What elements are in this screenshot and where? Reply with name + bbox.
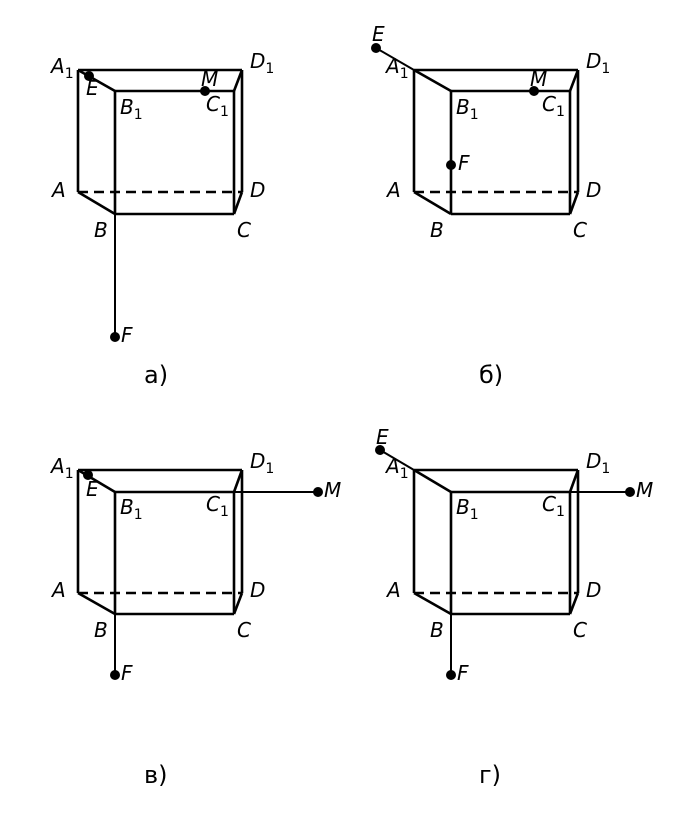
point-f [446, 670, 456, 680]
label-a: A [385, 578, 401, 602]
edge-a1-b1 [413, 468, 452, 494]
label-a: A [50, 178, 66, 202]
label-a1: A1 [49, 54, 74, 82]
edge-d-c [568, 592, 580, 615]
caption-a: а) [144, 361, 168, 389]
label-m: M [636, 478, 653, 502]
label-f: F [457, 661, 469, 685]
label-f: F [121, 661, 133, 685]
label-m: M [530, 67, 547, 91]
figure-b: E A1 D1 M B1 C1 F A D B C б) [371, 22, 610, 389]
label-c: C [237, 618, 251, 642]
label-d: D [250, 178, 265, 202]
segment-e-a1 [375, 47, 415, 71]
edge-d-c [232, 592, 244, 615]
label-m: M [201, 67, 218, 91]
label-d: D [586, 178, 601, 202]
edge-a-b [77, 190, 116, 216]
label-c1: C1 [206, 92, 229, 120]
figure-g: E A1 D1 M B1 C1 A D B C F г) [375, 425, 653, 789]
label-a1: A1 [384, 54, 409, 82]
label-e: E [86, 477, 99, 501]
caption-b: б) [479, 361, 503, 389]
edge-a-b [413, 190, 452, 216]
point-f [110, 670, 120, 680]
label-d1: D1 [250, 449, 274, 477]
label-f: F [458, 151, 470, 175]
caption-g: г) [479, 761, 501, 789]
label-b: B [94, 218, 108, 242]
edge-d1-c1 [568, 469, 580, 493]
caption-v: в) [144, 761, 168, 789]
edge-d1-c1 [232, 469, 244, 493]
edge-d1-c1 [232, 69, 244, 92]
edge-a-b [413, 591, 452, 616]
point-e [84, 71, 94, 81]
figure-v: A1 D1 E M B1 C1 A D B C F в) [49, 449, 341, 789]
label-e: E [372, 22, 385, 46]
label-c1: C1 [206, 492, 229, 520]
point-m [529, 86, 539, 96]
point-m [200, 86, 210, 96]
label-c1: C1 [542, 92, 565, 120]
label-b1: B1 [120, 95, 143, 123]
label-c: C [573, 218, 587, 242]
label-d1: D1 [586, 449, 610, 477]
edge-a1-b1 [77, 68, 116, 93]
edge-d1-c1 [568, 69, 580, 92]
label-d1: D1 [586, 49, 610, 77]
label-e: E [376, 425, 389, 449]
edge-a-b [77, 591, 116, 616]
point-e [83, 470, 93, 480]
edge-d-c [232, 191, 244, 215]
label-f: F [121, 323, 133, 347]
segment-e-a1 [379, 449, 415, 471]
label-m: M [324, 478, 341, 502]
label-b1: B1 [456, 495, 479, 523]
label-b: B [430, 218, 444, 242]
label-c1: C1 [542, 492, 565, 520]
label-d1: D1 [250, 49, 274, 77]
label-b: B [430, 618, 444, 642]
figure-a: A1 D1 E M B1 C1 A D B C F а) [49, 49, 274, 389]
label-a: A [385, 178, 401, 202]
label-b1: B1 [120, 495, 143, 523]
point-f [446, 160, 456, 170]
point-m [625, 487, 635, 497]
label-c: C [573, 618, 587, 642]
label-b1: B1 [456, 95, 479, 123]
label-d: D [250, 578, 265, 602]
point-m [313, 487, 323, 497]
point-e [371, 43, 381, 53]
label-a: A [50, 578, 66, 602]
label-a1: A1 [49, 454, 74, 482]
label-b: B [94, 618, 108, 642]
label-d: D [586, 578, 601, 602]
label-e: E [86, 76, 99, 100]
label-a1: A1 [384, 454, 409, 482]
point-f [110, 332, 120, 342]
edge-a1-b1 [413, 68, 452, 93]
edge-d-c [568, 191, 580, 215]
point-e [375, 445, 385, 455]
label-c: C [237, 218, 251, 242]
